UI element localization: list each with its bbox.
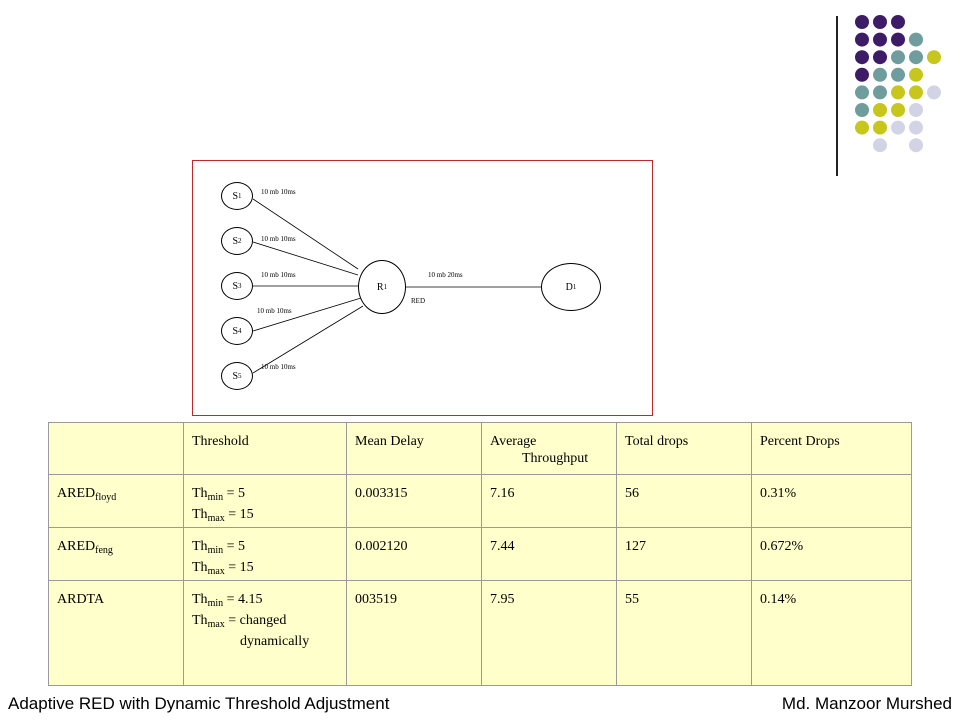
header-cell-percent-drops: Percent Drops [751,422,912,475]
header-cell-empty [48,422,184,475]
link-label-s2: 10 mb 10ms [261,235,296,243]
footer-author: Md. Manzoor Murshed [781,694,952,713]
decorative-dot [855,50,869,65]
link-label-s4: 10 mb 10ms [257,307,292,315]
row-throughput-cell: 7.44 [481,527,617,581]
decorative-dot [909,85,923,100]
table-row: AREDfeng Thmin = 5 Thmax = 15 0.002120 7… [48,527,912,581]
decorative-dot [873,32,887,47]
link-s2-r1 [252,241,359,276]
decorative-dot [873,138,887,153]
header-cell-threshold: Threshold [183,422,347,475]
row-threshold-cell: Thmin = 4.15 Thmax = changed dynamically [183,580,347,686]
row-delay-cell: 0.002120 [346,527,482,581]
decorative-dot [891,120,905,135]
link-label-bottleneck: 10 mb 20ms [428,271,463,279]
decorative-dot [909,67,923,82]
decorative-dot [891,67,905,82]
row-delay-cell: 0.003315 [346,474,482,528]
decorative-dot [873,50,887,65]
row-drops-cell: 127 [616,527,752,581]
decorative-dot [927,85,941,100]
decorative-dot [873,15,887,29]
row-delay-cell: 003519 [346,580,482,686]
decorative-dot [855,15,869,29]
decorative-dot [891,85,905,100]
row-percent-cell: 0.672% [751,527,912,581]
row-name-cell: AREDfeng [48,527,184,581]
decorative-vertical-line [836,16,838,176]
header-cell-mean-delay: Mean Delay [346,422,482,475]
table-row: ARDTA Thmin = 4.15 Thmax = changed dynam… [48,580,912,686]
decorative-dot [891,15,905,29]
topology-links [252,198,541,374]
header-average-text: Average [490,434,537,449]
decorative-dot [855,103,869,117]
link-s1-r1 [252,198,359,270]
row-name-cell: ARDTA [48,580,184,686]
decorative-dot [873,103,887,117]
link-s4-r1 [252,297,362,332]
decorative-dot [909,138,923,153]
decorative-dot [891,103,905,117]
queue-label-red: RED [411,297,425,305]
decorative-dot [855,85,869,100]
row-drops-cell: 55 [616,580,752,686]
row-throughput-cell: 7.16 [481,474,617,528]
decorative-dot [927,50,941,65]
decorative-dot [873,67,887,82]
row-drops-cell: 56 [616,474,752,528]
decorative-dot [855,32,869,47]
decorative-dot [909,50,923,65]
link-label-s1: 10 mb 10ms [261,188,296,196]
header-cell-total-drops: Total drops [616,422,752,475]
decorative-dot [909,120,923,135]
decorative-dot [891,32,905,47]
decorative-dot [873,85,887,100]
row-threshold-cell: Thmin = 5 Thmax = 15 [183,474,347,528]
row-throughput-cell: 7.95 [481,580,617,686]
table-row: AREDfloyd Thmin = 5 Thmax = 15 0.003315 … [48,474,912,528]
row-name-cell: AREDfloyd [48,474,184,528]
decorative-dot [873,120,887,135]
decorative-dot [855,67,869,82]
row-threshold-cell: Thmin = 5 Thmax = 15 [183,527,347,581]
decorative-dot [855,120,869,135]
link-label-s3: 10 mb 10ms [261,271,296,279]
link-label-s5: 10 mb 10ms [261,363,296,371]
link-s5-r1 [252,305,364,374]
row-percent-cell: 0.14% [751,580,912,686]
decorative-dot [909,103,923,117]
decorative-dot [909,32,923,47]
footer-title: Adaptive RED with Dynamic Threshold Adju… [8,694,390,713]
row-percent-cell: 0.31% [751,474,912,528]
decorative-dot [891,50,905,65]
header-throughput-text: Throughput [522,451,589,466]
